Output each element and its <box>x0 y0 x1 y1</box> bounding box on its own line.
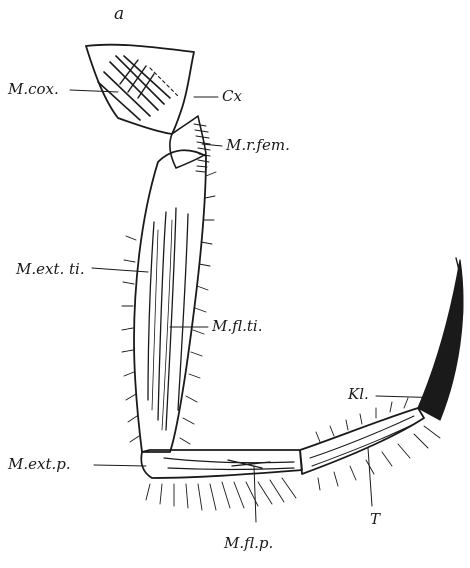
label-kl: Kl. <box>348 387 369 402</box>
coxa <box>86 45 194 134</box>
label-t: T <box>370 512 380 527</box>
label-m-cox: M.cox. <box>8 82 59 97</box>
panel-letter: a <box>114 6 124 23</box>
label-m-fl-ti: M.fl.ti. <box>212 319 263 334</box>
label-cx: Cx <box>222 89 242 104</box>
label-m-r-fem: M.r.fem. <box>226 138 290 153</box>
claw <box>418 258 463 420</box>
femur <box>122 150 216 452</box>
label-m-ext-p: M.ext.p. <box>8 457 71 472</box>
label-m-ext-ti: M.ext. ti. <box>16 262 85 277</box>
label-m-fl-p: M.fl.p. <box>224 536 273 551</box>
tibia <box>141 450 302 510</box>
